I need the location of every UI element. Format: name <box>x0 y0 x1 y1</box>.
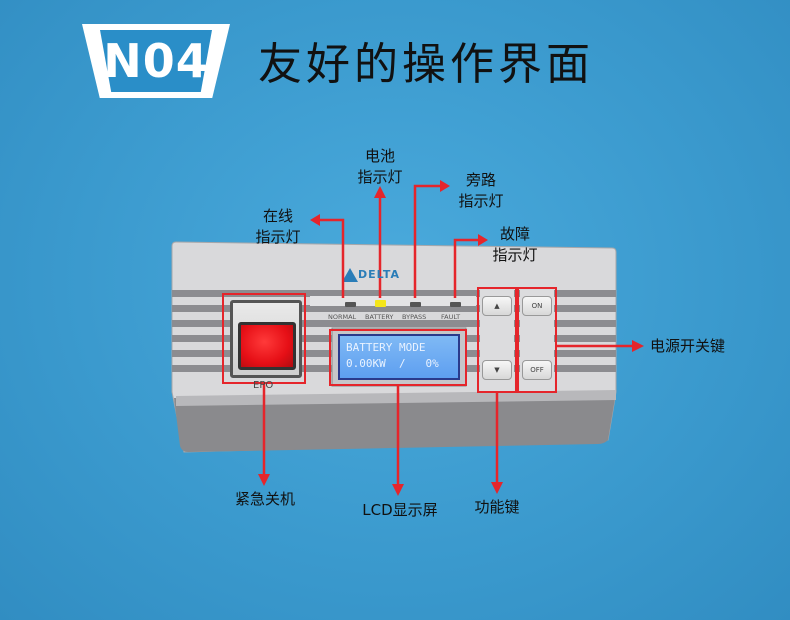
annotation-arrowheads <box>258 180 644 496</box>
fault-indicator-label: 故障 指示灯 <box>492 225 538 264</box>
page-title: 友好的操作界面 <box>258 39 594 90</box>
battery-indicator-label: 电池 指示灯 <box>357 147 403 186</box>
epo-caption: 紧急关机 <box>234 490 295 508</box>
bypass-led <box>410 302 421 307</box>
delta-logo-icon <box>342 268 358 282</box>
section-badge-text: N04 <box>103 34 209 88</box>
led-label-battery: BATTERY <box>365 313 394 321</box>
led-label-fault: FAULT <box>441 313 461 321</box>
on-button[interactable]: ON <box>522 296 552 316</box>
normal-led <box>345 302 356 307</box>
led-label-normal: NORMAL <box>328 313 357 321</box>
bypass-indicator-label: 旁路 指示灯 <box>458 171 504 210</box>
function-keys-caption: 功能键 <box>474 498 520 516</box>
epo-label: EPO <box>253 380 274 391</box>
section-badge-inner <box>100 30 212 92</box>
lcd-line-2: 0.00KW / 0% <box>346 357 439 370</box>
lcd-line-1: BATTERY MODE <box>346 341 426 354</box>
power-switch-label: 电源开关键 <box>650 337 726 355</box>
led-label-bypass: BYPASS <box>402 313 427 321</box>
panel-lower <box>174 392 616 452</box>
down-key-button[interactable]: ▼ <box>482 360 512 380</box>
fault-led <box>450 302 461 307</box>
off-button[interactable]: OFF <box>522 360 552 380</box>
lcd-screen: BATTERY MODE 0.00KW / 0% <box>338 334 460 380</box>
up-key-button[interactable]: ▲ <box>482 296 512 316</box>
online-indicator-label: 在线 指示灯 <box>255 207 301 246</box>
lcd-caption: LCD显示屏 <box>362 501 438 519</box>
battery-led <box>375 300 386 307</box>
annotation-arrows <box>262 184 634 486</box>
delta-logo: DELTA <box>358 268 400 281</box>
epo-button[interactable] <box>238 322 296 370</box>
